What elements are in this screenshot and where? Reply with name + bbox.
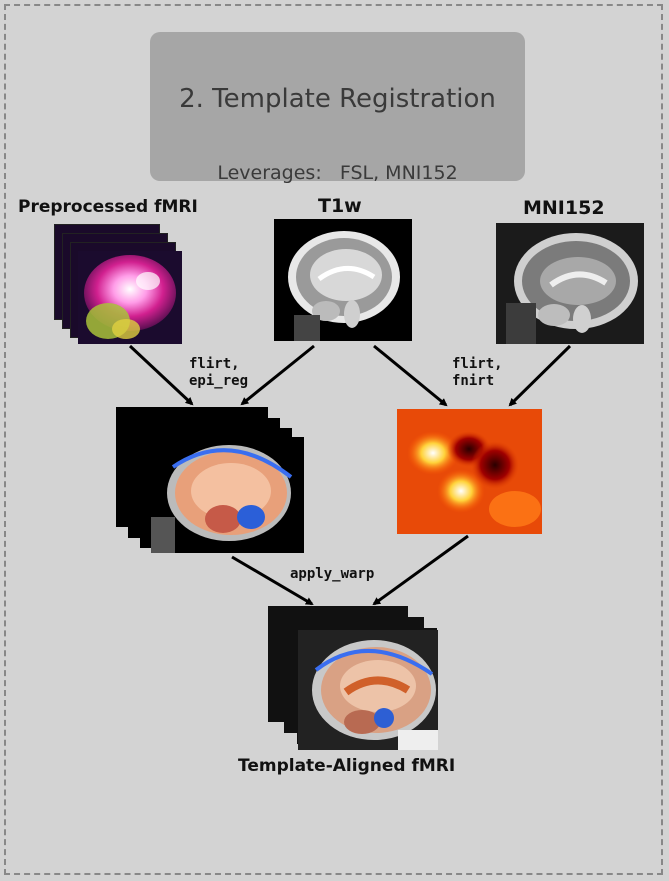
arrow-mni-to-warp [508, 344, 572, 407]
edge-label-flirt-fnirt-line1: flirt, [452, 356, 503, 372]
registered-fmri-image [151, 437, 304, 553]
arrow-fmri-to-registered [128, 344, 194, 406]
edge-label-flirt-epi-line2: epi_reg [189, 373, 249, 389]
output-label: Template-Aligned fMRI [238, 756, 456, 776]
edge-label-flirt-epi-line1: flirt, [189, 356, 240, 372]
header-leverages: Leverages: FSL, MNI152 [150, 162, 525, 184]
template-aligned-image [298, 630, 438, 750]
header-box: 2. Template Registration Leverages: FSL,… [150, 32, 525, 184]
arrow-t1w-to-warp [373, 344, 448, 407]
t1w-image [274, 219, 412, 341]
fmri-image [78, 251, 182, 344]
edge-label-flirt-fnirt-line2: fnirt [452, 373, 495, 389]
t1w-label: T1w [318, 195, 362, 217]
edge-label-flirt-epi-reg: flirt, epi_reg [189, 356, 248, 390]
leverages-label: Leverages: [217, 162, 322, 184]
arrow-t1w-to-registered [240, 344, 315, 406]
arrow-warp-to-output [372, 534, 469, 606]
diagram-frame [4, 4, 663, 875]
fmri-input-label: Preprocessed fMRI [18, 197, 198, 217]
header-title: 2. Template Registration [179, 84, 496, 114]
arrow-registered-to-output [231, 555, 314, 606]
mni152-image [496, 223, 644, 344]
leverages-value: FSL, MNI152 [339, 162, 458, 184]
warp-field-image [397, 409, 542, 534]
mni152-label: MNI152 [523, 197, 605, 219]
edge-label-flirt-fnirt: flirt, fnirt [452, 356, 503, 390]
edge-label-apply-warp: apply_warp [290, 566, 375, 582]
